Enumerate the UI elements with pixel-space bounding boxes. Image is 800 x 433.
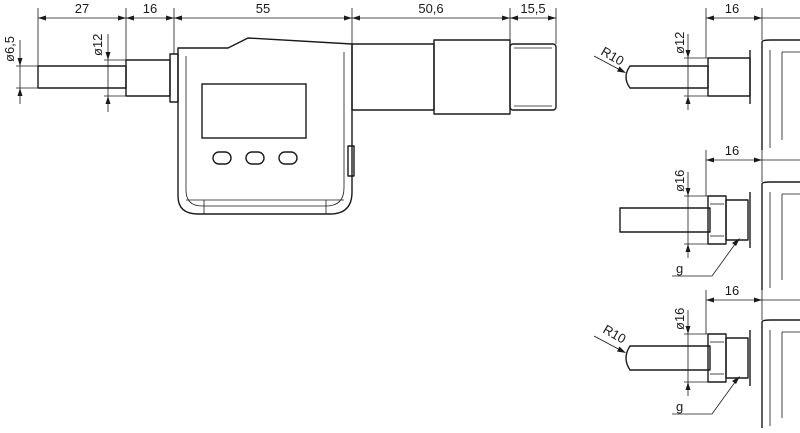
button-left: [212, 151, 232, 165]
button-right: [278, 151, 298, 165]
thimble-barrel: [351, 43, 435, 111]
v1-spindle: [625, 65, 709, 89]
v2-body-edge: [761, 181, 800, 290]
v1-dim-diameter: ø12: [672, 32, 687, 54]
v1-dim-length: 16: [725, 1, 739, 16]
ratchet: [509, 43, 557, 111]
v3-thread-label: g: [676, 399, 683, 414]
spindle: [37, 65, 127, 89]
body-inner-edge: [185, 52, 345, 207]
variant-2-view: 16 ø16 g: [619, 143, 800, 290]
dim-sleeve-length: 16: [143, 1, 157, 16]
v3-dim-radius: R10: [601, 322, 629, 347]
thimble: [433, 39, 511, 115]
variant-1-view: 16 ø12 R10: [593, 1, 800, 150]
v3-body-edge: [761, 319, 800, 428]
v3-threaded-sleeve: [725, 337, 749, 379]
variant-3-view: 16 ø16 R10 g: [593, 283, 800, 428]
dim-ratchet-length: 15,5: [520, 1, 545, 16]
mounting-sleeve: [125, 59, 171, 97]
dim-sleeve-diameter: ø12: [90, 34, 105, 56]
lcd-display: [201, 83, 307, 139]
main-micrometer-view: 27 16 55 50,6 15,5 ø6,5 ø12: [2, 1, 557, 215]
v1-body-edge: [761, 39, 800, 150]
body-housing: [177, 37, 353, 215]
v3-dim-length: 16: [725, 283, 739, 298]
v2-dim-length: 16: [725, 143, 739, 158]
v1-dim-radius: R10: [599, 44, 627, 69]
v2-dim-diameter: ø16: [672, 170, 687, 192]
v3-dim-diameter: ø16: [672, 308, 687, 330]
dim-spindle-diameter: ø6,5: [2, 36, 17, 62]
v3-spindle: [625, 345, 711, 371]
dim-thimble-length: 50,6: [418, 1, 443, 16]
top-dimension-lines: [37, 8, 557, 66]
dim-body-length: 55: [256, 1, 270, 16]
v1-sleeve: [707, 57, 751, 97]
sleeve-collar: [169, 53, 179, 103]
v2-threaded-sleeve: [725, 199, 749, 241]
dim-spindle-length: 27: [75, 1, 89, 16]
v2-thread-label: g: [676, 261, 683, 276]
side-button: [347, 145, 355, 177]
v2-spindle: [619, 207, 711, 233]
button-middle: [245, 151, 265, 165]
